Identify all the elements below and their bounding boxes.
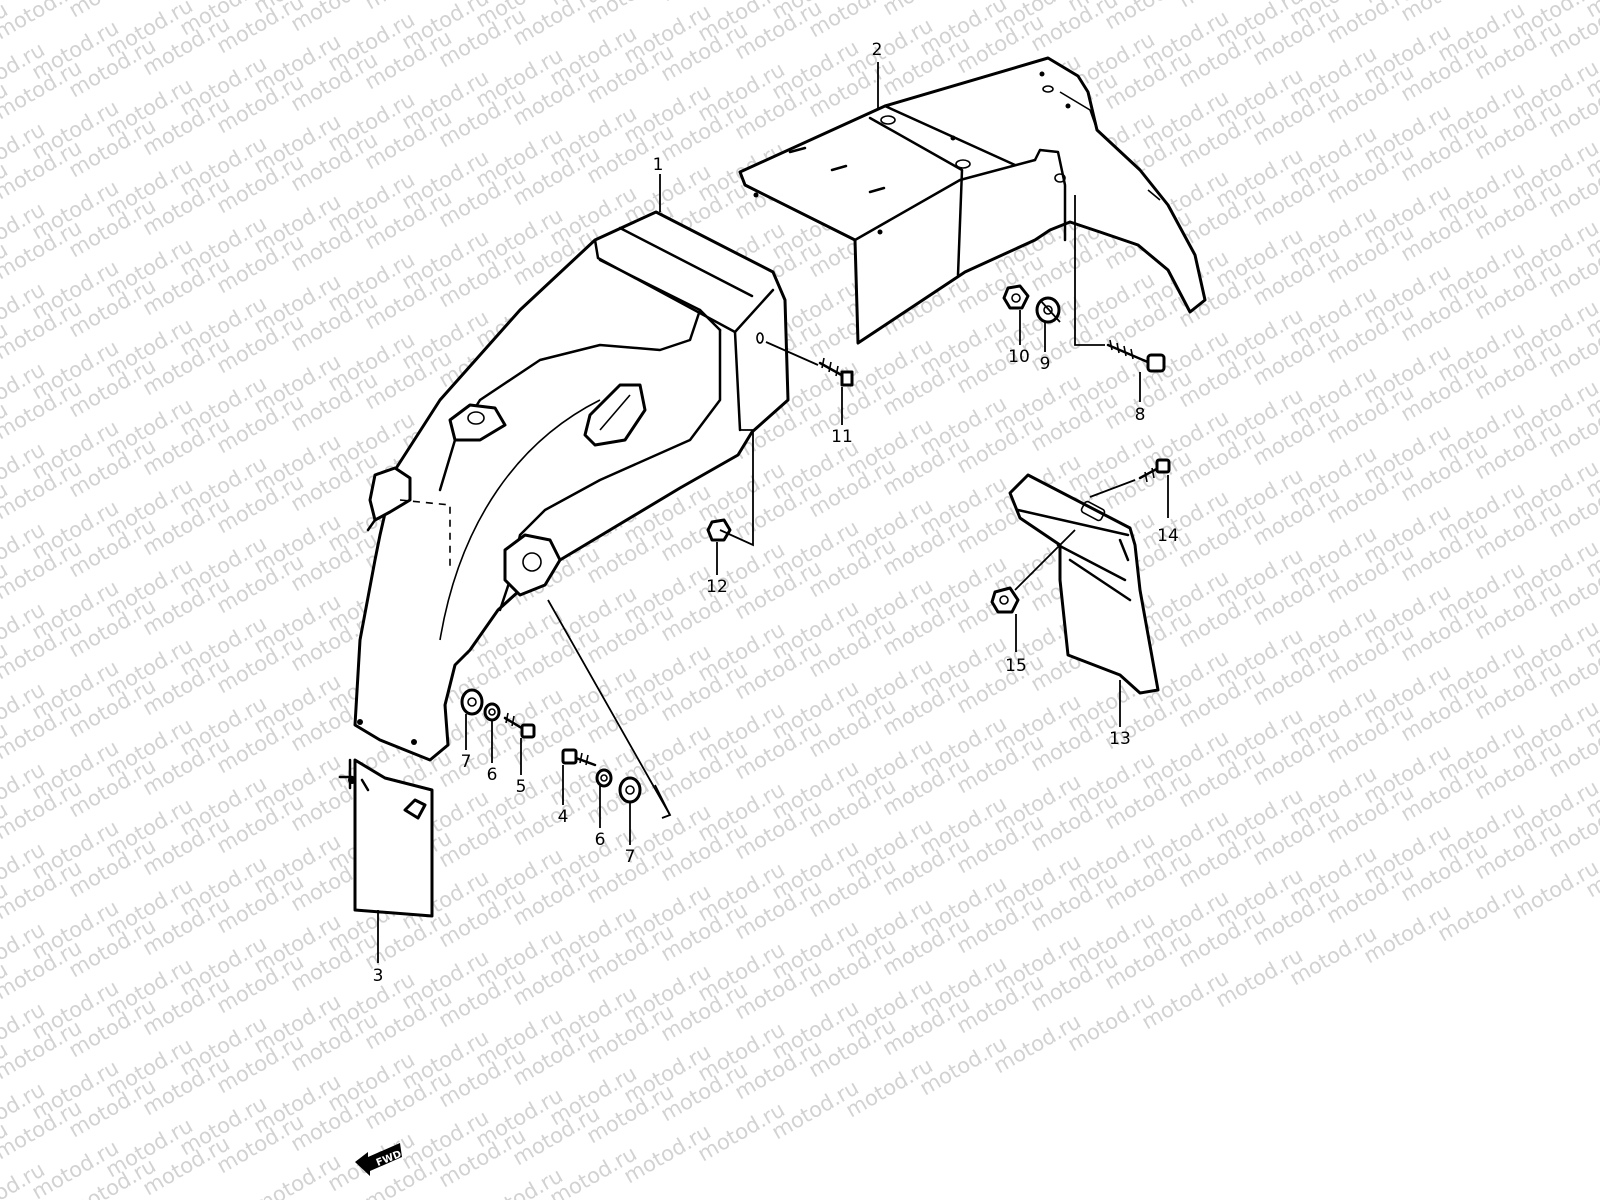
rear-fender-main [353,210,790,762]
leader-lines [377,62,1169,963]
label-part-15: 15 [1005,656,1027,676]
mud-flap [338,758,434,918]
label-part-8: 8 [1135,405,1146,425]
label-part-7a: 7 [461,752,472,772]
label-part-1: 1 [653,155,664,175]
bolt-5 [503,712,536,739]
screw-11 [818,357,854,387]
splash-guard [1008,473,1160,695]
washer-7b [618,776,642,804]
label-part-7b: 7 [625,847,636,867]
assembly-lines [547,195,1136,819]
label-part-13: 13 [1109,729,1131,749]
washer-6b [595,768,613,788]
label-part-3: 3 [373,966,384,986]
nut-15 [990,586,1020,614]
nut-12 [706,518,732,542]
label-part-6a: 6 [487,765,498,785]
label-part-14: 14 [1157,526,1179,546]
label-part-11: 11 [831,427,853,447]
screw-14 [1138,458,1171,483]
bolt-8 [1106,339,1166,373]
nut-10 [1002,284,1030,310]
label-part-6b: 6 [595,830,606,850]
forward-direction-arrow: FWD [355,1143,403,1176]
bolt-4 [561,748,597,767]
part-labels: 1 2 3 4 5 6 6 7 7 8 9 10 11 12 13 14 15 [373,40,1179,986]
label-part-12: 12 [706,577,728,597]
label-part-2: 2 [872,40,883,60]
label-part-5: 5 [516,777,527,797]
label-part-10: 10 [1008,347,1030,367]
washer-7a [460,688,484,716]
label-part-4: 4 [558,807,569,827]
washer-6a [483,702,501,722]
rear-upper-fender [738,56,1207,345]
label-part-9: 9 [1040,354,1051,374]
